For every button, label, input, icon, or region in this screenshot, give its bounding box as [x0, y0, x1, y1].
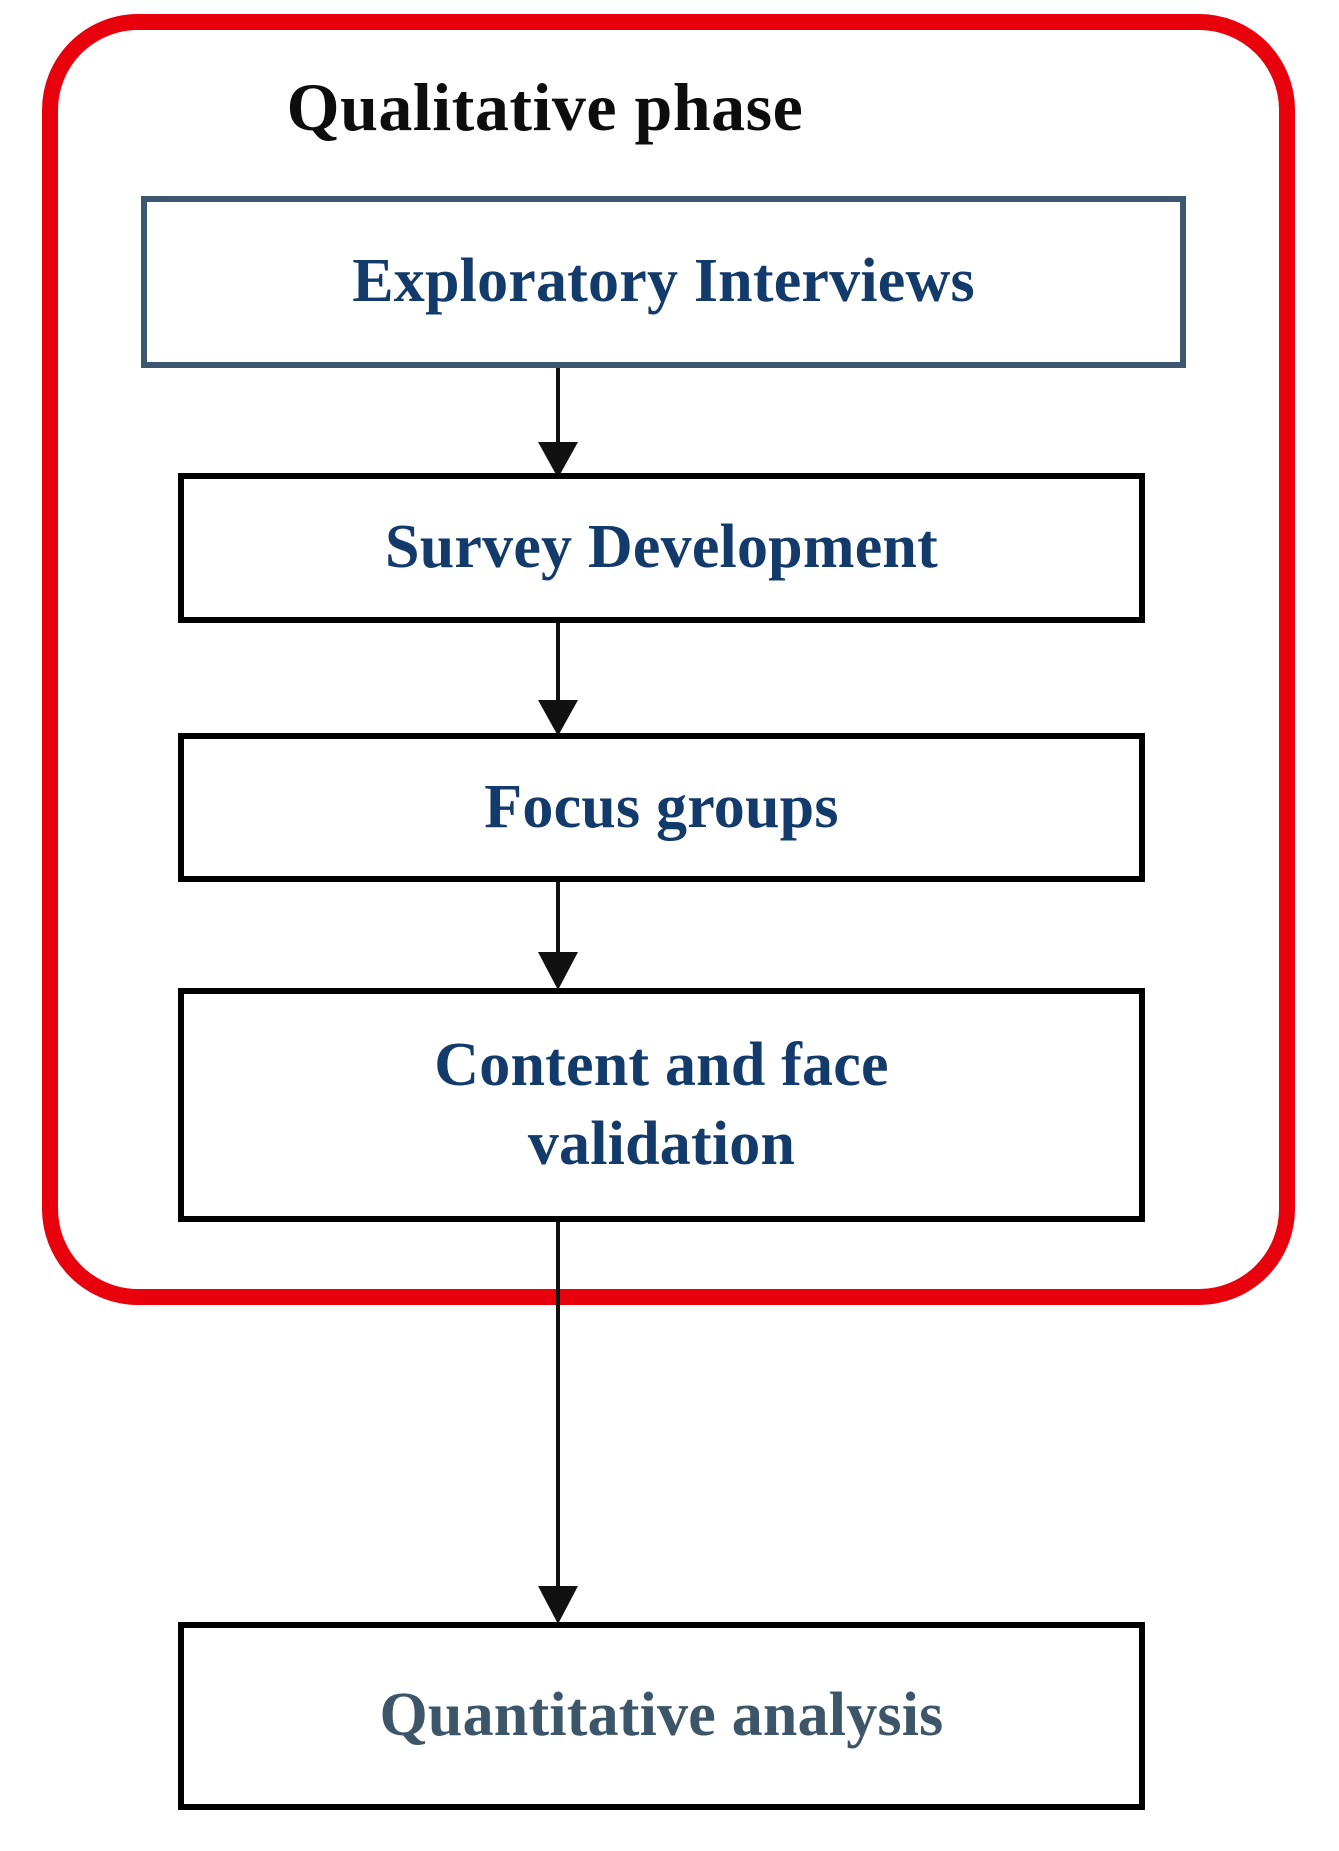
node-survey-development: Survey Development: [178, 473, 1145, 623]
page-title: Qualitative phase: [286, 69, 804, 145]
qualitative-phase-group-frame: [42, 14, 1295, 1305]
node-label-survey-development: Survey Development: [385, 513, 938, 582]
node-focus-groups: Focus groups: [178, 733, 1145, 882]
node-label-quantitative-analysis: Quantitative analysis: [379, 1681, 944, 1750]
node-label-exploratory-interviews: Exploratory Interviews: [352, 247, 975, 316]
node-label-content-and-face-validation: Content and face validation: [434, 1030, 889, 1178]
node-quantitative-analysis: Quantitative analysis: [178, 1622, 1145, 1810]
node-exploratory-interviews: Exploratory Interviews: [141, 196, 1186, 368]
node-content-and-face-validation: Content and face validation: [178, 988, 1145, 1222]
node-label-focus-groups: Focus groups: [484, 772, 839, 841]
